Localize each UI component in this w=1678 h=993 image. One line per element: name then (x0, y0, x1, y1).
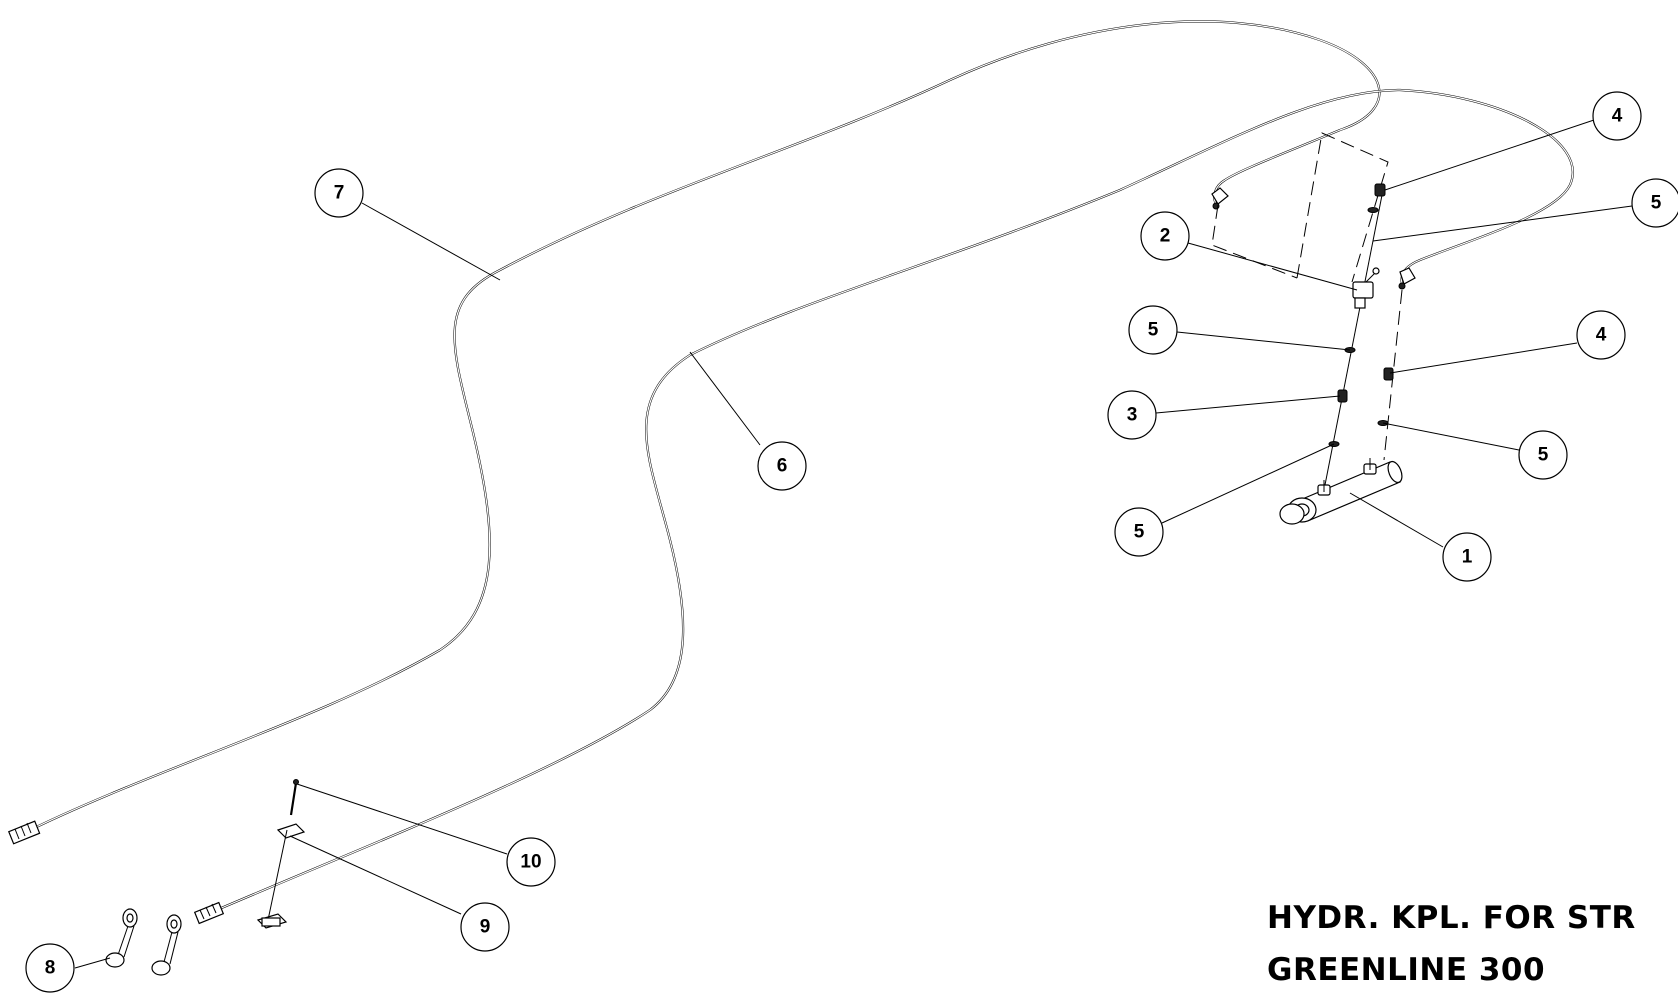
dust-cap-8a (105, 908, 138, 968)
valve-2-base (1354, 297, 1366, 309)
callout-4-top: 4 (1592, 91, 1642, 141)
callout-5-right: 5 (1518, 430, 1568, 480)
svg-text:9: 9 (480, 917, 491, 938)
callout-5-top: 5 (1631, 178, 1678, 228)
svg-text:7: 7 (334, 183, 345, 204)
fitting-stack-left (1323, 183, 1386, 491)
callout-5-lower-left: 5 (1114, 507, 1164, 557)
drawing-title-line-2: GREENLINE 300 (1267, 952, 1546, 988)
svg-text:5: 5 (1134, 522, 1145, 543)
adapter-4a (1374, 183, 1386, 197)
callout-3: 3 (1107, 390, 1157, 440)
hydraulic-cylinder-1 (1279, 458, 1403, 525)
callout-10: 10 (506, 837, 556, 887)
svg-text:3: 3 (1127, 405, 1138, 426)
seal-5a (1367, 207, 1379, 213)
hose-7 (19, 20, 1381, 836)
dust-cap-8b (151, 914, 182, 976)
adapter-4b (1383, 367, 1394, 381)
svg-text:5: 5 (1148, 320, 1159, 341)
fitting-stack-right (1377, 367, 1394, 426)
svg-text:5: 5 (1538, 445, 1549, 466)
callout-1: 1 (1442, 532, 1492, 582)
hose-6 (204, 88, 1574, 917)
svg-text:2: 2 (1160, 226, 1171, 247)
hose-7-end-fitting (7, 820, 41, 845)
callout-9: 9 (460, 902, 510, 952)
drawing-title-line-1: HYDR. KPL. FOR STR (1267, 900, 1636, 936)
callout-2: 2 (1140, 211, 1190, 261)
svg-text:6: 6 (777, 456, 788, 477)
pin-10 (289, 779, 299, 816)
svg-text:4: 4 (1596, 325, 1607, 346)
leader-lines (74, 119, 1633, 969)
callout-4-right: 4 (1576, 310, 1626, 360)
svg-text:10: 10 (520, 852, 541, 873)
hose-7-elbow-fitting (1211, 187, 1229, 210)
callout-8: 8 (25, 943, 75, 993)
svg-text:8: 8 (45, 958, 56, 979)
callout-5-upper-left: 5 (1128, 305, 1178, 355)
callout-6: 6 (757, 441, 807, 491)
hose-6-elbow-fitting (1398, 267, 1416, 290)
svg-text:4: 4 (1612, 106, 1623, 127)
callout-7: 7 (314, 168, 364, 218)
svg-text:5: 5 (1651, 193, 1662, 214)
hose-clamp-9 (256, 823, 306, 929)
hose-6-end-fitting (193, 901, 225, 925)
svg-text:1: 1 (1462, 547, 1473, 568)
